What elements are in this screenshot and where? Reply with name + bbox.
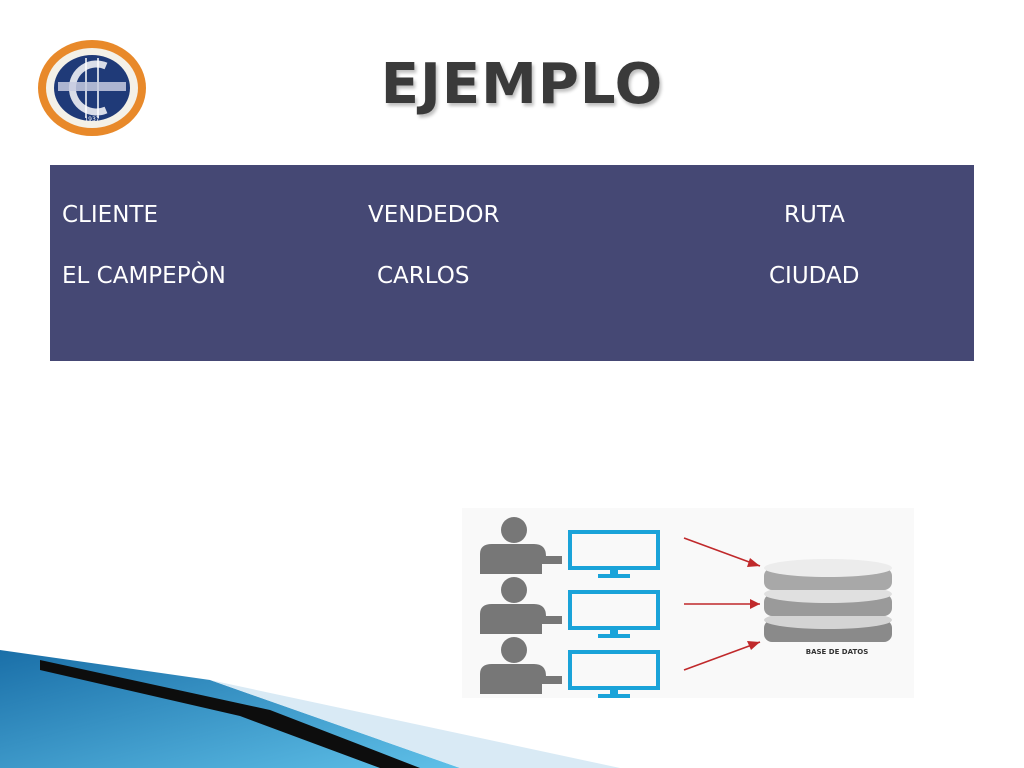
svg-text:1937: 1937 (84, 116, 99, 123)
monitor-icon (568, 590, 660, 638)
header-vendedor: VENDEDOR (368, 202, 500, 228)
header-cliente: CLIENTE (62, 202, 158, 228)
cell-vendedor: CARLOS (377, 263, 470, 289)
data-table-panel: CLIENTE VENDEDOR RUTA EL CAMPEPÒN CARLOS… (50, 165, 974, 361)
arrow-head-icon (747, 641, 760, 650)
user-icon (480, 517, 562, 574)
faculty-seal-logo-icon: 1937 (38, 40, 146, 136)
header-ruta: RUTA (784, 202, 845, 228)
user-icon (480, 577, 562, 634)
database-icon: BASE DE DATOS (764, 559, 892, 656)
cell-ruta: CIUDAD (769, 263, 860, 289)
user-icon (480, 637, 562, 694)
users-to-database-diagram: BASE DE DATOS (462, 508, 914, 698)
arrow-line (683, 641, 761, 671)
monitor-icon (568, 530, 660, 578)
cell-cliente: EL CAMPEPÒN (62, 263, 226, 289)
decorative-swoosh (0, 650, 620, 768)
arrow-head-icon (747, 558, 760, 567)
monitor-icon (568, 650, 660, 698)
arrow-head-icon (750, 599, 760, 609)
arrow-line (683, 537, 761, 567)
slide-title: EJEMPLO (380, 52, 664, 117)
svg-text:BASE DE DATOS: BASE DE DATOS (806, 648, 869, 656)
